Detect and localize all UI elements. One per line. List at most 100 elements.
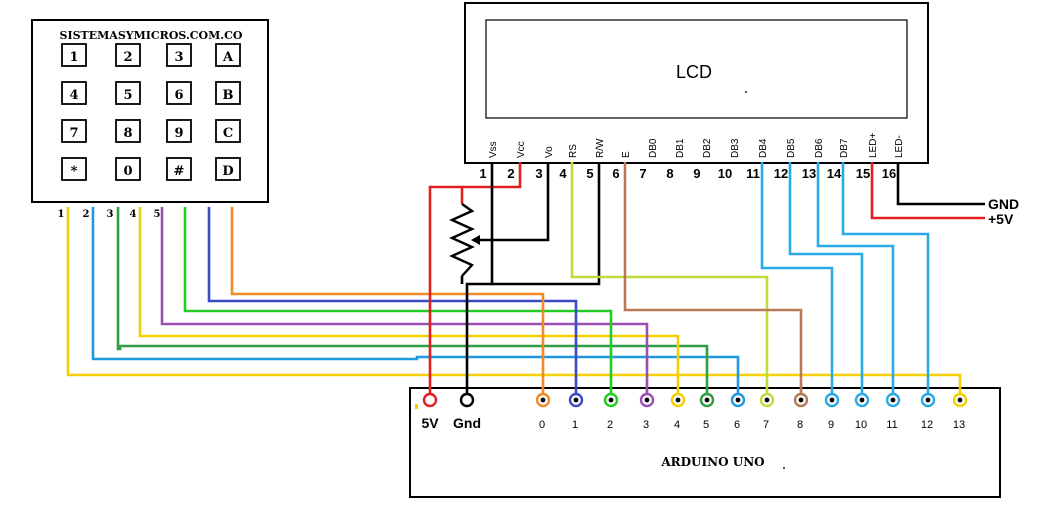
keypad-key [215,119,241,143]
arduino-digital-pin-label: 3 [643,419,649,431]
wire-vcc-to-5v [428,162,522,398]
arduino-power-pin-label: Gnd [453,415,481,431]
keypad-key [115,119,141,143]
lcd-pin-number: 8 [666,166,673,181]
arduino-digital-pin-label: 4 [674,419,680,431]
wire-keypad-3-to-d11 [116,207,709,398]
lcd-pin-name: DB2 [702,138,713,158]
lcd-pin-number: 10 [718,166,732,181]
lcd-pin-number: 12 [774,166,788,181]
keypad-key-label: 5 [123,88,132,103]
arduino-label: ARDUINO UNO [660,455,764,469]
keypad-key-label: 2 [123,50,132,65]
lcd-pin-name: R/W [595,138,606,158]
arduino-pin-hole [859,397,865,403]
lcd-pin-name: DB4 [758,138,769,158]
arduino-digital-pin-label: 7 [763,419,769,431]
arduino-digital-pin-label: 8 [797,419,803,431]
arduino-digital-pin-label: 1 [572,419,578,431]
arduino-pin-hole [608,397,614,403]
arduino-power-pin [459,392,475,408]
wire-keypad-4-to-d10 [138,207,680,398]
lcd-pin-number: 6 [612,166,619,181]
lcd-pin-name: Vo [544,146,555,158]
arduino-digital-pin-label: 11 [886,419,897,431]
keypad-key [115,43,141,67]
keypad-pin-label: 2 [83,209,90,220]
wire-keypad-6-to-d8 [183,207,613,398]
wire-e-to-d8 [623,162,803,398]
keypad-key [115,81,141,105]
wire-rw-to-gnd [492,162,601,286]
gnd-label: GND [988,196,1019,212]
arduino-pin-hole [573,397,579,403]
arduino-pin-hole [735,397,741,403]
keypad-key-label: 0 [123,164,132,179]
keypad-key-label: 4 [69,88,78,103]
arduino-digital-pin-label: 12 [921,419,933,431]
keypad-key-label: 3 [174,50,183,65]
keypad-key-label: 1 [69,50,78,65]
lcd-pin-number: 3 [535,166,542,181]
wire-db5-to-d10 [788,162,864,398]
keypad-key-label: 9 [174,126,183,141]
lcd-pin-name: DB1 [675,138,686,158]
keypad-key-label: 8 [123,126,132,141]
wire-vss-to-gnd [465,162,494,398]
keypad-key [215,81,241,105]
lcd-pin-name: LED+ [868,133,879,158]
yellow-mark [415,404,418,409]
lcd-pin-number: 1 [479,166,486,181]
lcd-pin-number: 7 [639,166,646,181]
lcd-dot [745,91,747,93]
vcc-label: +5V [988,211,1014,227]
wire-vo-to-pot [477,162,550,242]
keypad-key-label: 6 [174,88,183,103]
keypad-pin-label: 5 [154,209,161,220]
keypad-key [61,119,87,143]
arduino-dot [783,467,785,469]
wire-keypad-5-to-d9 [160,207,649,398]
keypad-title: SISTEMASYMICROS.COM.CO [60,29,243,42]
arduino-pin-hole [890,397,896,403]
lcd-screen [485,19,908,119]
arduino-pins [422,392,968,408]
keypad-key-label: A [222,50,234,65]
wires [66,162,985,398]
wiper-arrow [471,235,480,245]
arduino-digital-pin-label: 9 [828,419,834,431]
lcd-label: LCD [676,62,712,82]
lcd-pin-number: 15 [856,166,870,181]
lcd-pin-number: 2 [507,166,514,181]
keypad-key [215,157,241,181]
potentiometer [449,203,475,277]
arduino-pin-hole [644,397,650,403]
lcd-pin-number: 5 [586,166,593,181]
keypad-key [166,119,192,143]
keypad-key [115,157,141,181]
keypad-key [215,43,241,67]
arduino-digital-pin-label: 2 [607,419,613,431]
arduino-pin-hole [798,397,804,403]
arduino-pin-hole [764,397,770,403]
keypad-key-label: C [223,126,233,141]
arduino-power-pin-label: 5V [421,415,439,431]
wire-led-minus-to-gnd [896,162,985,206]
arduino-digital-pin-label: 5 [703,419,709,431]
lcd-pin-name: RS [568,144,579,158]
keypad-key [166,81,192,105]
lcd-pin-name: E [621,151,632,158]
arduino-digital-pin-label: 13 [953,419,965,431]
lcd-pin-name: DB3 [730,138,741,158]
keypad-key [61,81,87,105]
keypad-key [166,157,192,181]
wire-keypad-8-to-d6 [230,207,545,398]
lcd-pin-name: Vcc [516,141,527,158]
arduino-power-pin [422,392,438,408]
